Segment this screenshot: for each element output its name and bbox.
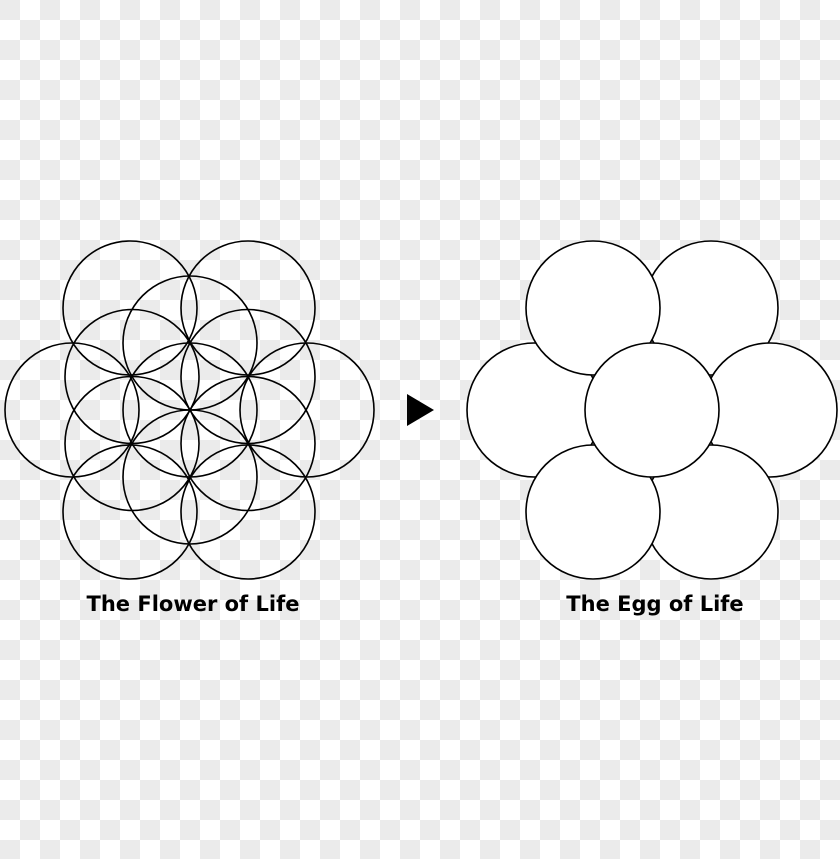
flower-circle [4,342,140,478]
flower-circle [180,444,316,580]
egg-circle [525,444,661,580]
arrow-right-icon [407,394,434,426]
egg-circle [584,342,720,478]
egg-of-life-figure [466,240,838,580]
flower-circle [64,308,200,445]
egg-of-life-label: The Egg of Life [566,592,744,616]
flower-of-life-label: The Flower of Life [86,592,300,616]
egg-circle [525,240,661,376]
flower-circle [62,240,198,376]
flower-circle [180,240,316,376]
flower-circle [62,444,198,580]
flower-circle [64,375,200,512]
flower-of-life-figure [4,240,375,580]
flower-circle [239,342,375,478]
